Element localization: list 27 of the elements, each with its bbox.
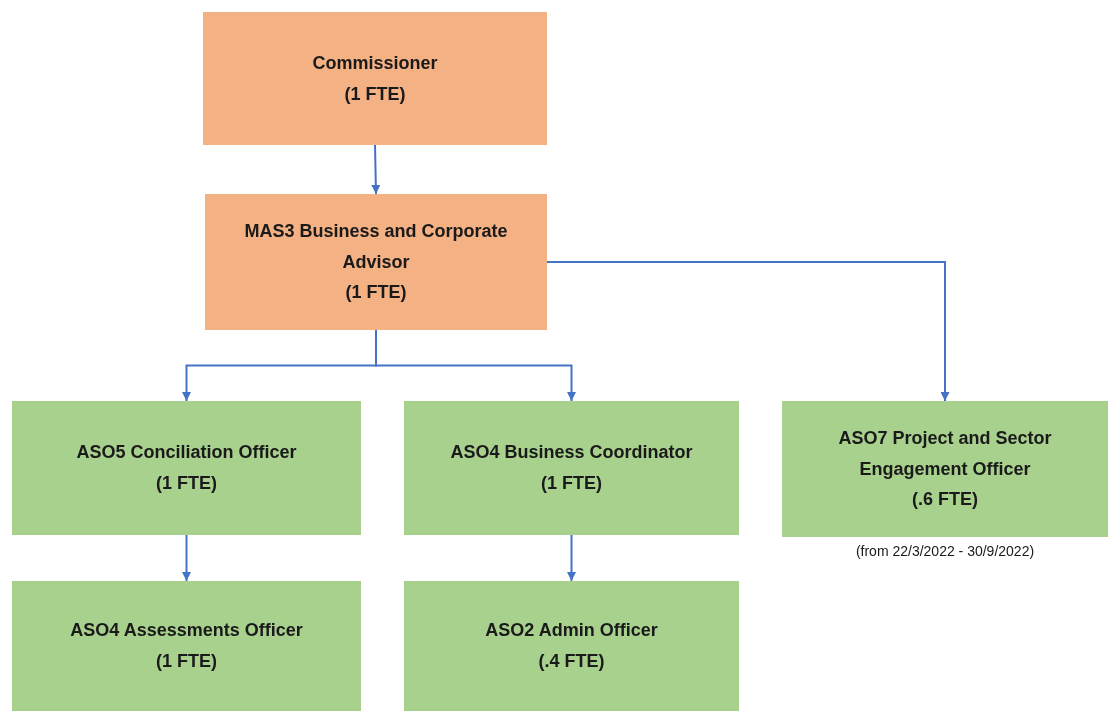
- role-title: ASO5 Conciliation Officer: [76, 441, 297, 465]
- fte-label: (1 FTE): [541, 472, 602, 495]
- fte-label: (.4 FTE): [538, 650, 605, 673]
- role-box: [205, 194, 547, 330]
- role-box: [404, 581, 739, 711]
- connector-arrow: [371, 144, 381, 195]
- date-note: (from 22/3/2022 - 30/9/2022): [854, 543, 1036, 559]
- connector-arrow: [567, 534, 576, 582]
- role-box: [12, 401, 361, 535]
- fte-label: (1 FTE): [345, 281, 407, 305]
- role-title: ASO4 Assessments Officer: [70, 619, 303, 643]
- connector-arrow: [182, 534, 191, 582]
- role-title: ASO2 Admin Officer: [485, 619, 658, 643]
- role-title: ASO4 Business Coordinator: [450, 441, 693, 465]
- connector-arrow: [546, 261, 950, 402]
- fte-label: (1 FTE): [156, 472, 217, 495]
- role-title: MAS3 Business and Corporate Advisor: [243, 220, 509, 274]
- role-title: Commissioner: [312, 51, 438, 75]
- fte-label: (.6 FTE): [912, 488, 978, 512]
- role-box: [782, 401, 1108, 537]
- connector-arrow: [375, 329, 576, 402]
- role-box: [404, 401, 739, 535]
- fte-label: (1 FTE): [344, 82, 406, 106]
- role-title: ASO7 Project and Sector Engagement Officer: [837, 427, 1053, 481]
- role-box: [203, 12, 547, 145]
- role-box: [12, 581, 361, 711]
- fte-label: (1 FTE): [156, 650, 217, 673]
